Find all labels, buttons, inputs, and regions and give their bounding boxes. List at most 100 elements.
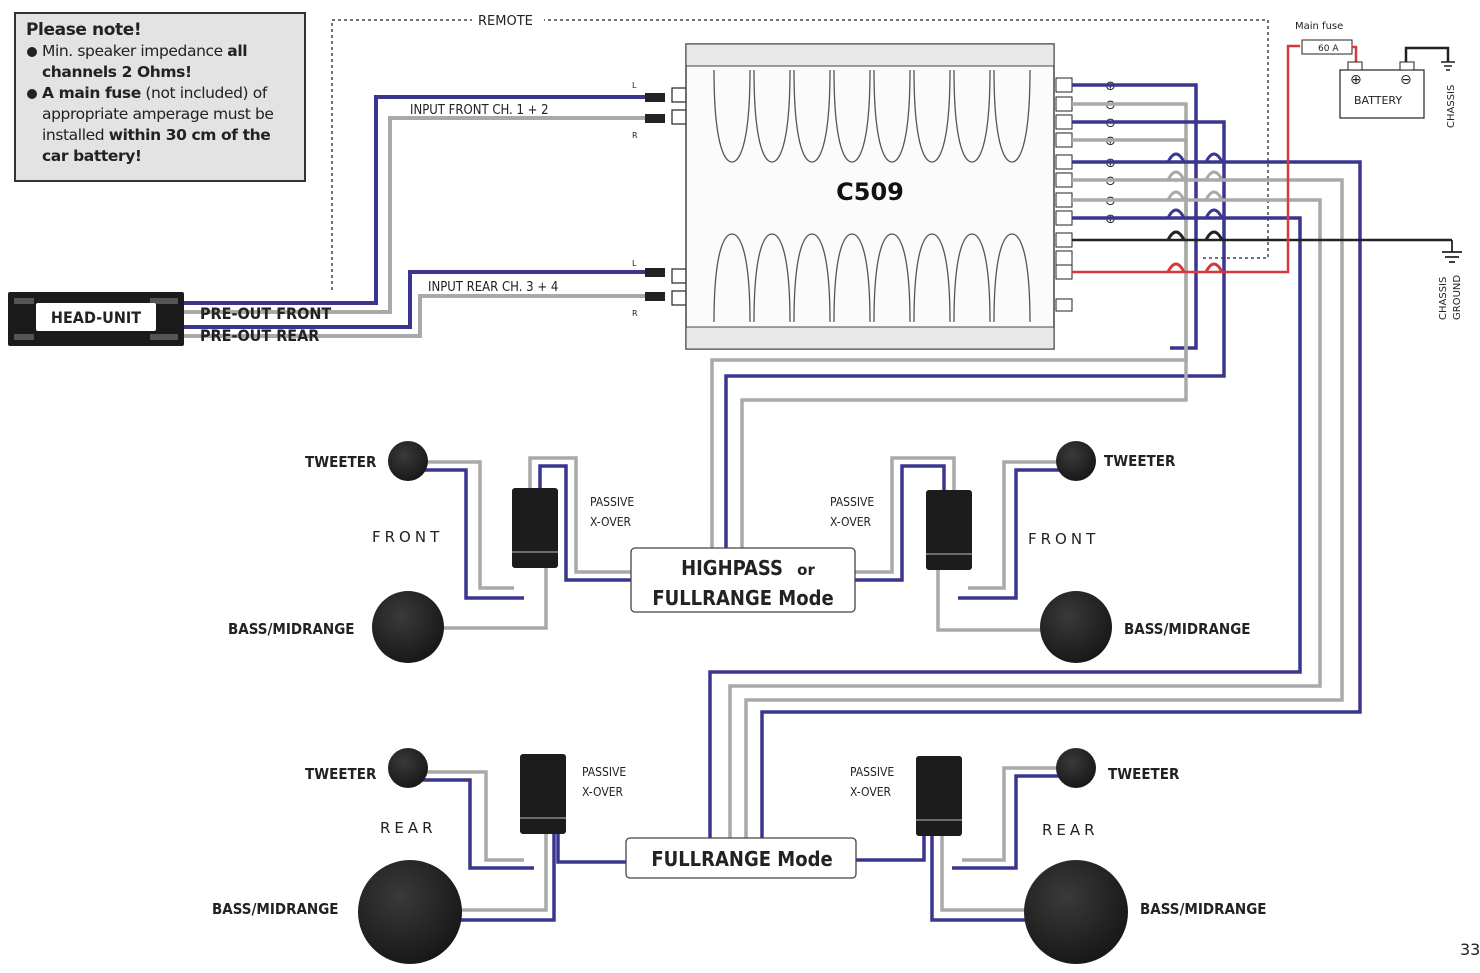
terminal: [1055, 192, 1073, 208]
front-left-xover-label-2: X-OVER: [590, 515, 632, 529]
front-left-xover-label-1: PASSIVE: [590, 495, 634, 509]
highpass-label: HIGHPASS: [681, 556, 783, 580]
note-item-impedance: Min. speaker impedance all channels 2 Oh…: [26, 41, 296, 83]
note-fuse-text: (not included) of appropriate amperage m…: [42, 84, 274, 144]
terminal: [1055, 172, 1073, 188]
terminal: [1055, 154, 1073, 170]
terminal: [1055, 210, 1073, 226]
front-left-tweeter-label: TWEETER: [305, 453, 377, 471]
terminal: [1055, 96, 1073, 112]
battery-label: BATTERY: [1354, 94, 1402, 107]
front-left-speaker-wiring: [408, 456, 632, 630]
wire-crossings: [1166, 152, 1224, 273]
rear-right-crossover: [916, 756, 962, 836]
terminal: [1055, 77, 1073, 93]
amp-fin: [833, 233, 871, 323]
amp-fin: [753, 233, 791, 323]
rear-left-xover-label-1: PASSIVE: [582, 765, 626, 779]
chassis-ground: CHASSIS GROUND: [1438, 240, 1463, 320]
terminal: [1055, 132, 1073, 148]
front-left-bass-label: BASS/MIDRANGE: [228, 620, 355, 638]
amp-fin: [793, 69, 831, 163]
note-impedance-bold: all channels 2 Ohms!: [42, 42, 248, 81]
amp-fin: [833, 69, 871, 163]
fuse-battery: Main fuse 60 A ⊕ ⊖ BATTERY CHASSIS: [1295, 21, 1457, 128]
front-right-xover-label-2: X-OVER: [830, 515, 872, 529]
amp-fin: [913, 69, 951, 163]
rear-right-tweeter: [1056, 748, 1096, 788]
rear-right-tweeter-label: TWEETER: [1108, 765, 1180, 783]
rear-left-tweeter-label: TWEETER: [305, 765, 377, 783]
preout-front-label: PRE-OUT FRONT: [200, 304, 331, 323]
rear-right-xover-label-2: X-OVER: [850, 785, 892, 799]
front-left-woofer: [372, 591, 444, 663]
note-impedance-text: Min. speaker impedance: [42, 42, 228, 60]
front-right-speaker-wiring: [854, 456, 1075, 632]
amp-fin: [873, 233, 911, 323]
amp-fin: [993, 69, 1031, 163]
rear-left-woofer: [358, 860, 462, 964]
front-left-crossover: [512, 488, 558, 568]
main-fuse-label: Main fuse: [1295, 21, 1343, 32]
terminal-block: ⊕⊖⊖⊕⊕⊖⊖⊕: [1055, 77, 1116, 312]
front-right-tweeter-label: TWEETER: [1104, 452, 1176, 470]
battery-plus: ⊕: [1350, 72, 1362, 88]
note-fuse-location: within 30 cm of the car battery!: [42, 126, 271, 165]
amp-fin: [753, 69, 791, 163]
amp-fin: [953, 69, 991, 163]
input-front-label: INPUT FRONT CH. 1 + 2: [410, 103, 549, 118]
rear-left-group-label: REAR: [380, 819, 437, 837]
rear-left-xover-label-2: X-OVER: [582, 785, 624, 799]
amp-model-label: C509: [836, 178, 904, 206]
head-unit-label: HEAD-UNIT: [51, 308, 141, 327]
terminal: [1055, 114, 1073, 130]
terminal: [1055, 264, 1073, 280]
rca-label-l-front: L: [632, 81, 637, 90]
note-item-fuse: A main fuse (not included) of appropriat…: [26, 83, 296, 167]
rear-right-xover-label-1: PASSIVE: [850, 765, 894, 779]
front-right-woofer: [1040, 591, 1112, 663]
rca-label-r-front: R: [632, 131, 638, 140]
chassis-label: CHASSIS: [1446, 85, 1457, 128]
speaker-output-wires: [708, 44, 1452, 838]
terminal: [1055, 250, 1073, 266]
amp-fin: [713, 233, 751, 323]
rear-left-bass-label: BASS/MIDRANGE: [212, 900, 339, 918]
front-right-group-label: FRONT: [1028, 530, 1099, 548]
rear-right-bass-label: BASS/MIDRANGE: [1140, 900, 1267, 918]
terminal: [1055, 232, 1073, 248]
battery-minus: ⊖: [1400, 72, 1412, 88]
preout-rear-label: PRE-OUT REAR: [200, 326, 319, 345]
preout-wires: [184, 95, 648, 338]
highpass-mode-box: HIGHPASS or FULLRANGE Mode: [630, 547, 856, 613]
chassis-ground-label-2: GROUND: [1452, 275, 1463, 320]
amplifier: C509: [685, 43, 1055, 350]
fuse-value-label: 60 A: [1318, 44, 1339, 54]
front-right-xover-label-1: PASSIVE: [830, 495, 874, 509]
front-right-bass-label: BASS/MIDRANGE: [1124, 620, 1251, 638]
remote-wire: [331, 19, 1269, 290]
rca-plugs: [645, 87, 687, 306]
remote-label: REMOTE: [478, 14, 533, 29]
page-number: 33: [1460, 940, 1480, 959]
head-unit: HEAD-UNIT: [8, 292, 184, 346]
front-right-crossover: [926, 490, 972, 570]
rca-label-l-rear: L: [632, 259, 637, 268]
amp-fin: [713, 69, 751, 163]
amp-fin: [873, 69, 911, 163]
note-box: Please note! Min. speaker impedance all …: [14, 12, 306, 182]
note-fuse-bold: A main fuse: [42, 84, 141, 102]
front-left-group-label: FRONT: [372, 528, 443, 546]
rear-left-tweeter: [388, 748, 428, 788]
amp-fin: [793, 233, 831, 323]
amp-fin: [953, 233, 991, 323]
chassis-ground-label-1: CHASSIS: [1438, 277, 1449, 320]
rear-left-crossover: [520, 754, 566, 834]
highpass-or-label: or: [797, 561, 815, 579]
front-left-tweeter: [388, 441, 428, 481]
note-title: Please note!: [26, 20, 142, 40]
fullrange-label: FULLRANGE Mode: [651, 847, 832, 871]
rear-right-woofer: [1024, 860, 1128, 964]
input-rear-label: INPUT REAR CH. 3 + 4: [428, 280, 558, 295]
